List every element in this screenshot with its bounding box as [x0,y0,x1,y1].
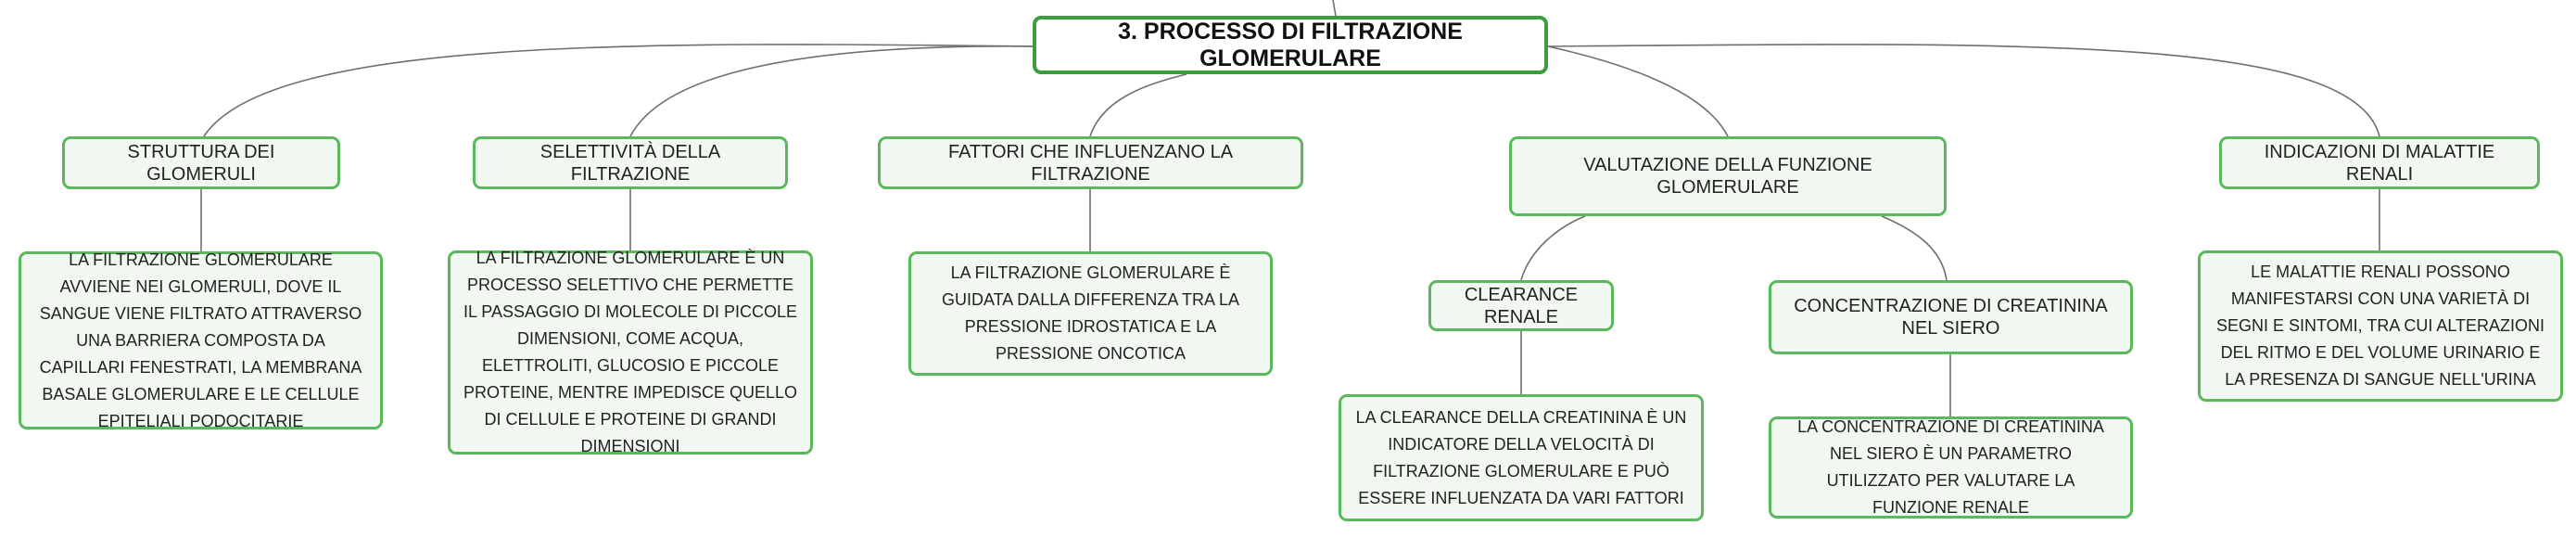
detail-text: LA CLEARANCE DELLA CREATININA È UN INDIC… [1355,407,1687,507]
detail-clearance[interactable]: LA CLEARANCE DELLA CREATININA È UN INDIC… [1339,394,1704,521]
topic-label: VALUTAZIONE DELLA FUNZIONE GLOMERULARE [1583,155,1872,198]
topic-evaluation[interactable]: VALUTAZIONE DELLA FUNZIONE GLOMERULARE [1509,136,1947,216]
connector-creatinine [1881,215,1948,281]
connector-clearance [1520,215,1586,281]
topic-label: INDICAZIONI DI MALATTIE RENALI [2264,141,2495,185]
detail-text: LA FILTRAZIONE GLOMERULARE È UN PROCESSO… [463,249,798,455]
connector-evaluation [1547,45,1729,137]
subtopic-creatinine[interactable]: CONCENTRAZIONE DI CREATININA NEL SIERO [1769,280,2133,354]
topic-structure[interactable]: STRUTTURA DEI GLOMERULI [62,136,340,189]
detail-structure[interactable]: LA FILTRAZIONE GLOMERULARE AVVIENE NEI G… [19,250,383,430]
topic-factors[interactable]: FATTORI CHE INFLUENZANO LA FILTRAZIONE [878,136,1303,189]
topic-label: SELETTIVITÀ DELLA FILTRAZIONE [539,141,721,185]
subtopic-clearance[interactable]: CLEARANCE RENALE [1428,280,1614,331]
root-label: 3. PROCESSO DI FILTRAZIONE GLOMERULARE [1118,18,1463,71]
connector-structure [203,44,1034,137]
connector-diseases [1547,44,2380,137]
detail-text: LA FILTRAZIONE GLOMERULARE È GUIDATA DAL… [941,263,1240,363]
subtopic-label: CONCENTRAZIONE DI CREATININA NEL SIERO [1794,296,2108,339]
connector-factors [1089,73,1187,137]
topic-selectivity[interactable]: SELETTIVITÀ DELLA FILTRAZIONE [473,136,788,189]
connector-selectivity [629,45,1034,137]
topic-label: STRUTTURA DEI GLOMERULI [127,141,275,185]
detail-factors[interactable]: LA FILTRAZIONE GLOMERULARE È GUIDATA DAL… [908,251,1273,376]
detail-text: LE MALATTIE RENALI POSSONO MANIFESTARSI … [2215,263,2545,389]
subtopic-label: CLEARANCE RENALE [1464,284,1579,327]
connector-to-parent [1332,0,1337,17]
detail-text: LA FILTRAZIONE GLOMERULARE AVVIENE NEI G… [39,250,362,430]
detail-selectivity[interactable]: LA FILTRAZIONE GLOMERULARE È UN PROCESSO… [448,249,813,455]
root-node[interactable]: 3. PROCESSO DI FILTRAZIONE GLOMERULARE [1033,16,1548,74]
detail-text: LA CONCENTRAZIONE DI CREATININA NEL SIER… [1797,417,2104,517]
topic-diseases[interactable]: INDICAZIONI DI MALATTIE RENALI [2219,136,2540,189]
detail-diseases[interactable]: LE MALATTIE RENALI POSSONO MANIFESTARSI … [2198,250,2563,402]
topic-label: FATTORI CHE INFLUENZANO LA FILTRAZIONE [947,141,1234,185]
detail-creatinine[interactable]: LA CONCENTRAZIONE DI CREATININA NEL SIER… [1769,416,2133,519]
